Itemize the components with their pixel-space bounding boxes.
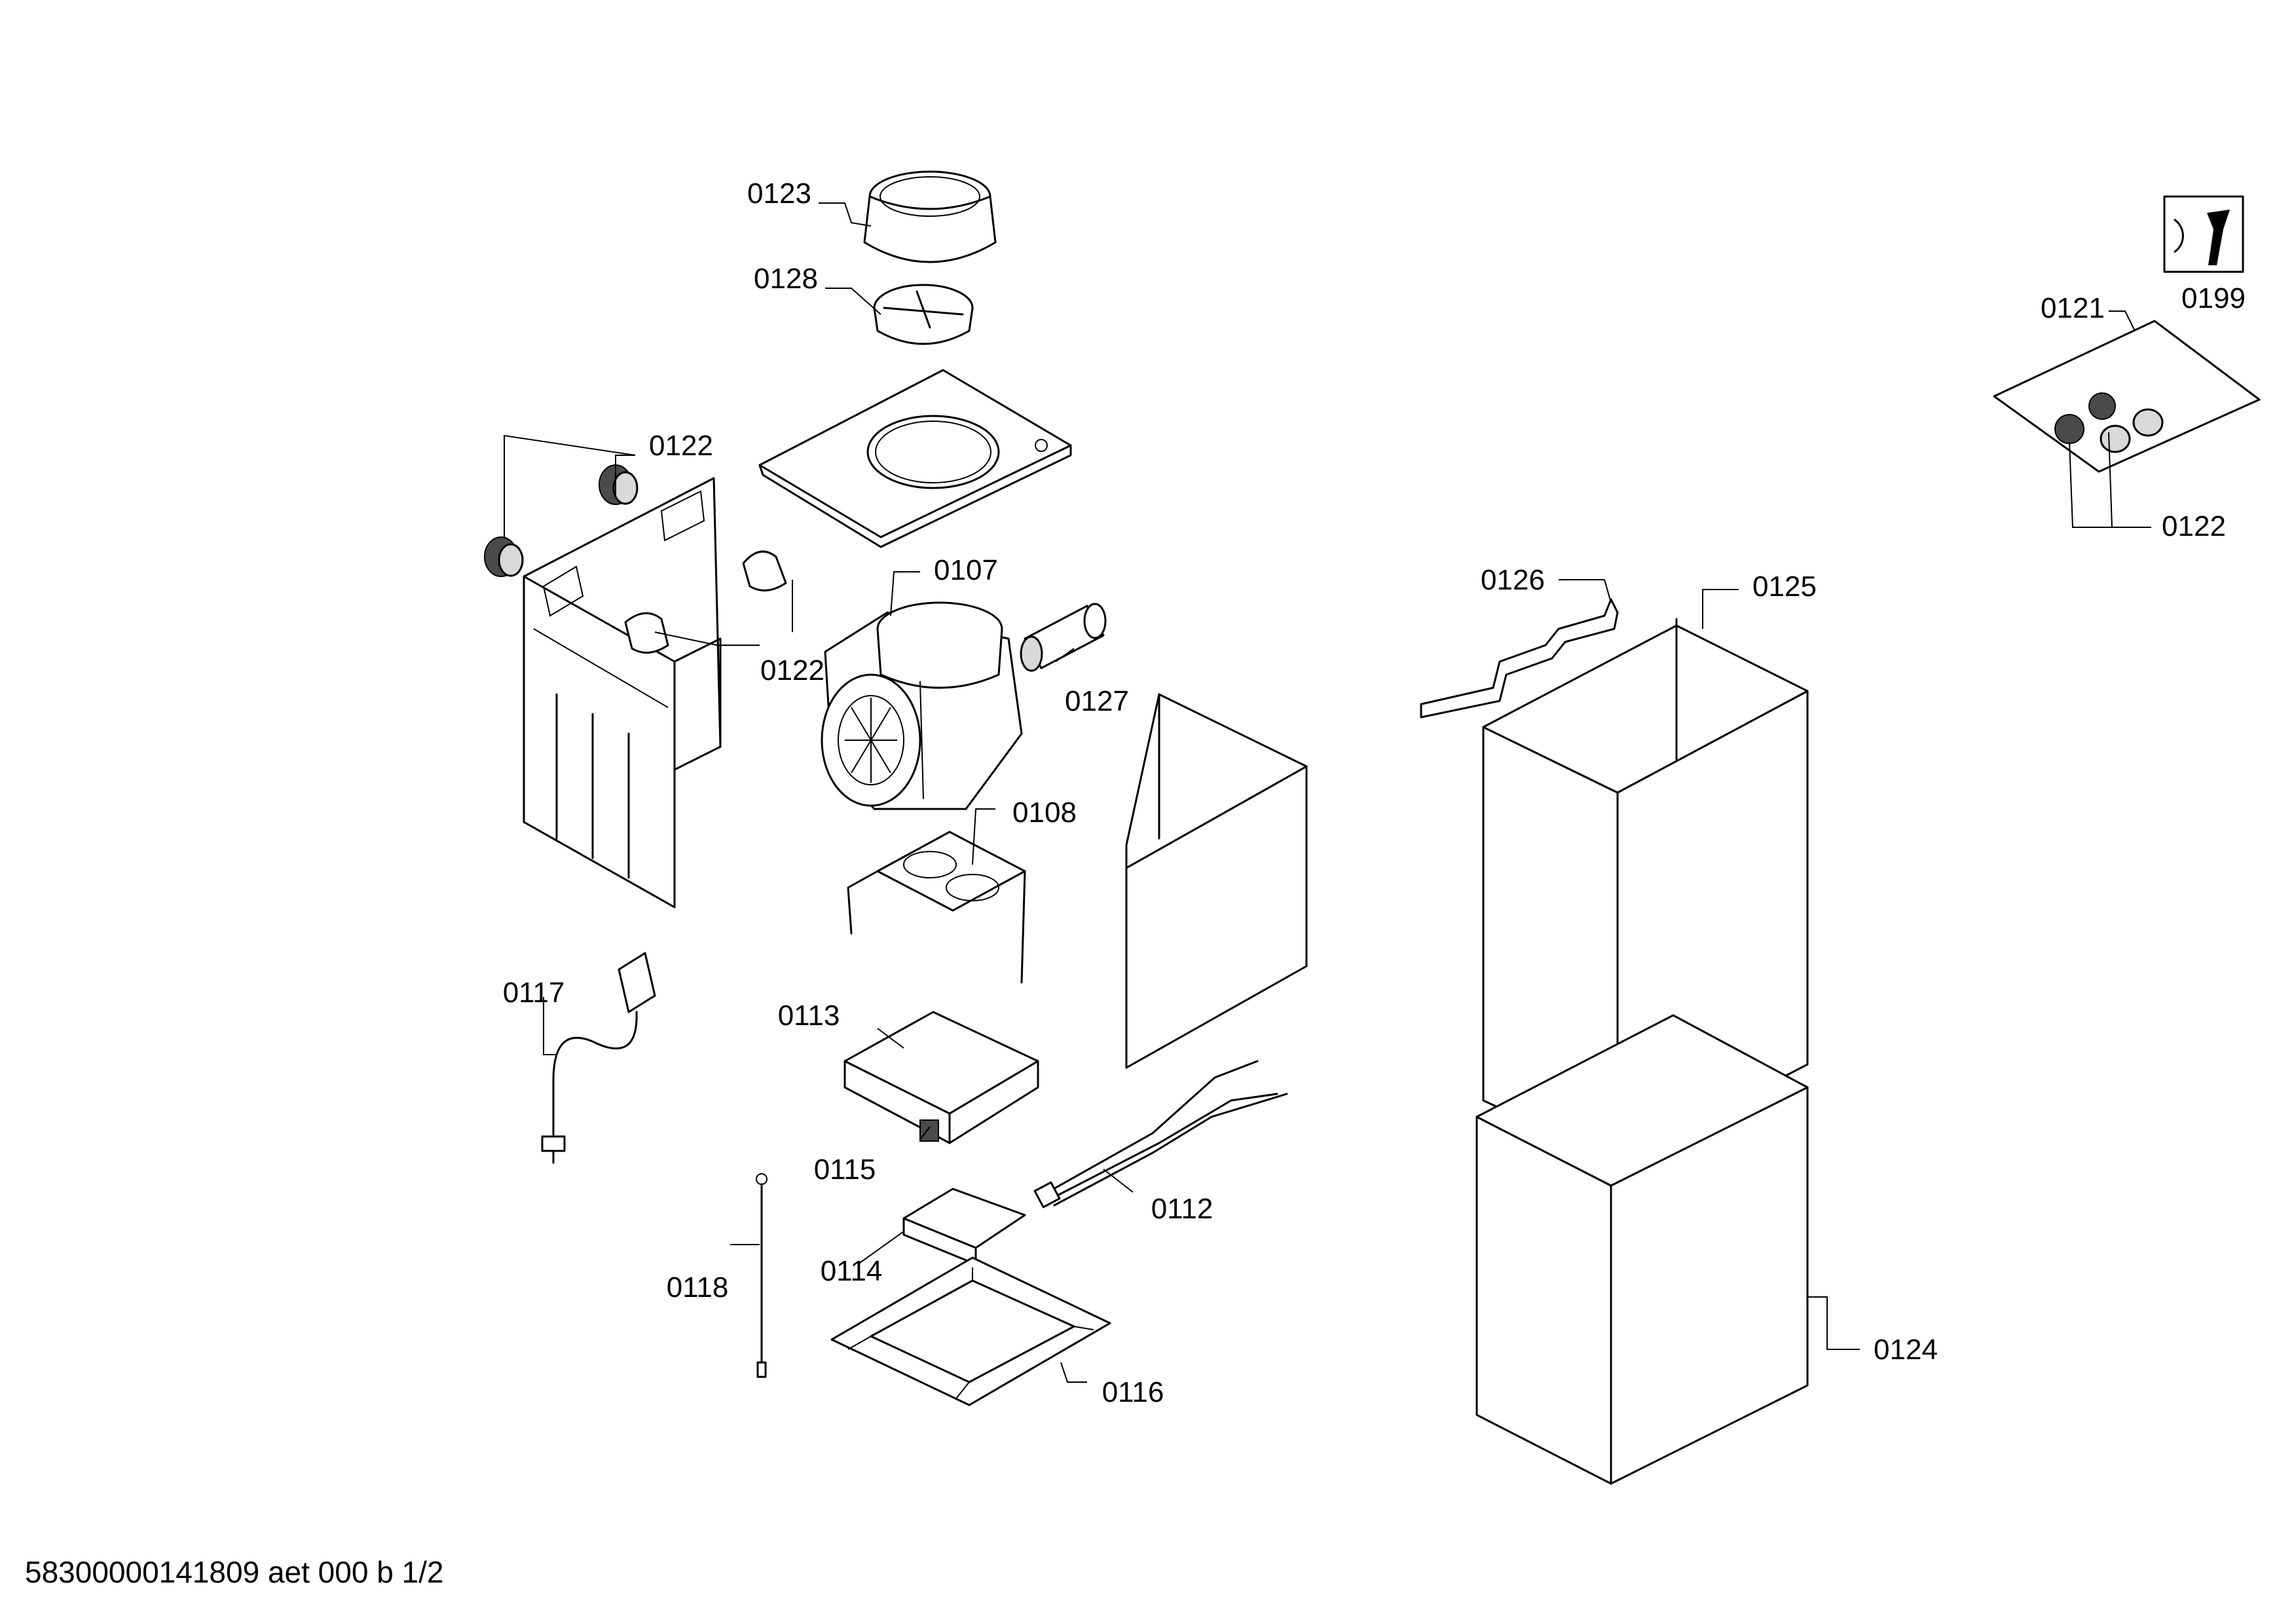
callout-0114: 0114 xyxy=(821,1255,883,1287)
callout-0125: 0125 xyxy=(1752,571,1817,603)
part-0123-duct-collar xyxy=(863,170,997,263)
part-0117-power-cord xyxy=(541,952,656,1164)
callout-0127: 0127 xyxy=(1065,685,1129,717)
callout-0128: 0128 xyxy=(754,263,818,295)
part-0112-wire-harness xyxy=(1033,1060,1288,1209)
part-0126-chimney-bracket xyxy=(1420,598,1619,719)
part-0199-tool xyxy=(2163,195,2244,273)
callout-0113: 0113 xyxy=(778,1000,840,1032)
callout-0122: 0122 xyxy=(649,430,713,462)
part-0121-hardware-bag xyxy=(1993,320,2261,473)
part-0118-earth-lead xyxy=(756,1173,768,1378)
callout-0116: 0116 xyxy=(1102,1376,1164,1408)
callout-0122: 0122 xyxy=(760,654,824,686)
callout-0118: 0118 xyxy=(667,1271,729,1304)
callout-0121: 0121 xyxy=(2041,292,2105,324)
part-light-cap xyxy=(742,550,787,591)
part-light-cap xyxy=(624,612,669,654)
callout-0123: 0123 xyxy=(747,178,811,210)
part-0116-filter-frame xyxy=(830,1256,1111,1406)
callout-0115: 0115 xyxy=(814,1154,876,1186)
callout-0124: 0124 xyxy=(1874,1334,1938,1366)
callout-0117: 0117 xyxy=(503,977,565,1009)
callout-0112: 0112 xyxy=(1151,1193,1213,1225)
document-footer: 58300000141809 aet 000 b 1/2 xyxy=(25,1555,444,1589)
part-0107-blower xyxy=(821,601,1023,810)
part-0114-pcb xyxy=(902,1188,1026,1266)
part-0108-bracket xyxy=(847,831,1026,984)
wrench-icon xyxy=(2174,210,2230,265)
part-0127-capacitor xyxy=(1020,603,1107,672)
part-mounting-plate xyxy=(758,369,1072,548)
part-back-panel xyxy=(523,477,722,909)
callout-0122: 0122 xyxy=(2162,510,2226,542)
part-0128-backflow-flap xyxy=(873,284,974,345)
callout-0126: 0126 xyxy=(1481,564,1545,596)
part-knob xyxy=(599,464,639,505)
part-0113-electronics-box xyxy=(843,1011,1039,1144)
part-0124-lower-chimney xyxy=(1475,1014,1809,1485)
callout-labels: 0123 0128 0122 0107 0122 0127 0108 0117 … xyxy=(503,178,2246,1408)
leader-lines xyxy=(504,202,2151,1383)
part-side-panel xyxy=(1125,693,1308,1069)
callout-0107: 0107 xyxy=(934,554,998,586)
callout-0199: 0199 xyxy=(2181,282,2246,314)
callout-0108: 0108 xyxy=(1012,797,1077,829)
part-knob xyxy=(484,536,524,577)
part-0115-switch xyxy=(919,1119,939,1142)
